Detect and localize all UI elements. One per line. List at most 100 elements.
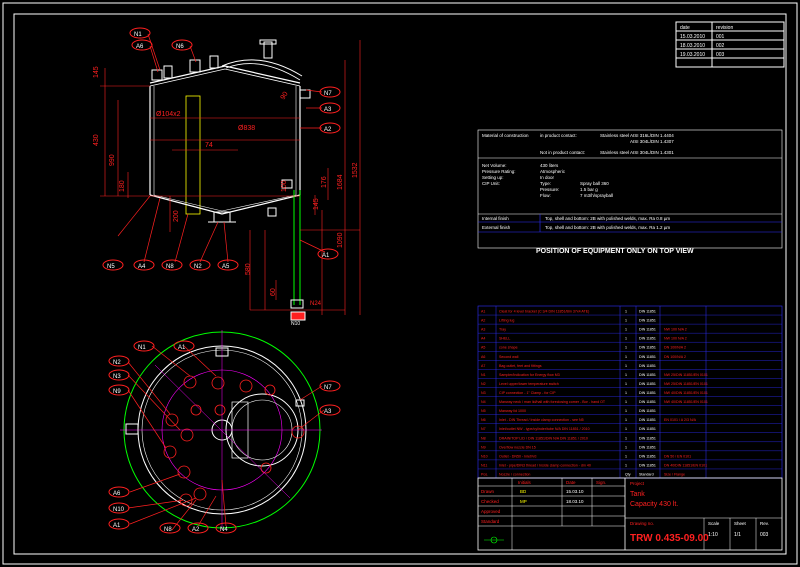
nozzle-description: Lifting lug	[499, 319, 514, 323]
dim-1684: 1684	[337, 174, 344, 190]
dim-d-shell: Ø838	[238, 125, 255, 132]
tb-drawn-date: 15.03.10	[566, 489, 584, 494]
callout-leaders-side	[117, 33, 326, 263]
tb-drawing-no: TRW 0.435-09.00	[630, 533, 709, 544]
nozzle-standard: DIN 11851	[639, 391, 656, 395]
nozzle-standard: DIN 11851	[639, 319, 656, 323]
nozzle-tag: A6	[481, 355, 485, 359]
nozzle-description: Manway neck / man lid/hall with foreclos…	[499, 400, 606, 404]
spec-label-0: Net Volume:	[482, 163, 507, 168]
rev-header-revision: revision	[716, 25, 733, 31]
nozzle-standard: DIN 11851	[639, 445, 656, 449]
tb-checked-date: 18.03.10	[566, 499, 584, 504]
nozzle-qty: 1	[625, 409, 627, 413]
callouts-side: N1 A6 N6 N7 A3 A2 N5 A4 N8 N2 A5 A1 N24 …	[102, 27, 341, 327]
finish-internal-label: Internal finish	[482, 216, 509, 221]
nozzle-tag: A2	[481, 319, 485, 323]
position-note: POSITION OF EQUIPMENT ONLY ON TOP VIEW	[536, 248, 694, 255]
nozzle-tag: A7	[481, 364, 485, 368]
nozzle-standard: DIN 11851	[639, 346, 656, 350]
callout-leaders-top	[127, 345, 325, 531]
nozzle-size: DN 40/DIN 11851/EN 0101	[664, 463, 707, 467]
nozzle-tag: N8	[481, 436, 486, 440]
nozzle-size: DN 50 / EN 0101	[664, 454, 691, 458]
nozzle-description: Manway lid 1000	[499, 409, 526, 413]
nozzle-qty: 1	[625, 319, 627, 323]
mat-construction-label: Material of construction	[482, 133, 529, 138]
callout-n2-side: N2	[194, 264, 202, 270]
nozzle-size: NW 25/DIN 11851/EN 0101	[664, 373, 708, 377]
callouts-top: N1 A1 N2 N3 N9 A6 N10 A1 N8 A2 N4 N7 A3	[108, 340, 341, 534]
nozzle-qty: 1	[625, 373, 627, 377]
nozzle-standard: DIN 11851	[639, 400, 656, 404]
rev-num-3: 003	[716, 52, 725, 58]
label-n24: N24	[310, 301, 322, 307]
spec-value-1: Atmospheric	[540, 169, 566, 174]
nozzle-description: Cleat for 4 level bracket (C 3/4 DIN 118…	[499, 310, 589, 314]
callout-a6-side: A6	[136, 44, 144, 50]
nozzle-size: NW 40/DIN 11851/EN 0101	[664, 391, 708, 395]
nozzle-description: Sampler/Indication for Energy flow M3	[499, 373, 560, 377]
nozzle-qty: 1	[625, 445, 627, 449]
nozzle-tag: N7	[481, 427, 486, 431]
rev-header-date: date	[680, 25, 690, 31]
tb-header-sign: Sign.	[596, 480, 606, 485]
mat-contact-line2: AISI 304L/DIN 1.4307	[630, 139, 674, 144]
spec-value2-3: Spray ball 360	[580, 181, 609, 186]
nozzle-tag: N11	[481, 463, 487, 467]
spec-value-4: Pressure:	[540, 187, 559, 192]
nozzle-description: Nozzle / connection	[499, 472, 530, 476]
nozzle-tag: Pos.	[481, 472, 488, 476]
callout-n1-top: N1	[138, 345, 146, 351]
callout-a6-top: A6	[113, 491, 121, 497]
specification-block: Material of construction in product cont…	[477, 129, 783, 255]
tb-rev-value: 003	[760, 532, 769, 538]
inner-frame	[13, 13, 787, 555]
nozzle-description: Outlet - DN50 - Inlet/Vd	[499, 454, 536, 458]
dim-990: 990	[109, 154, 116, 166]
dim-200: 200	[173, 210, 180, 222]
nozzle-standard: DIN 11851	[639, 409, 656, 413]
tb-header-initials: Initials	[518, 480, 532, 485]
finish-external-value: Top, shell and bottom: 2B with polished …	[545, 225, 670, 230]
nozzle-qty: 1	[625, 382, 627, 386]
nozzle-qty: 1	[625, 454, 627, 458]
nozzle-description: Inlet - pipe/DIN3 thread / Inside clamp …	[499, 463, 591, 467]
nozzle-size: NW 100 N/A 2	[664, 337, 687, 341]
callout-n7-top: N7	[324, 385, 332, 391]
nozzle-qty: 1	[625, 400, 627, 404]
dim-100: 100	[281, 180, 288, 192]
tb-scale-value: 1:10	[708, 532, 718, 538]
nozzle-tag: N9	[481, 445, 486, 449]
nozzle-qty: 1	[625, 436, 627, 440]
tank-side-view	[149, 39, 311, 321]
nozzle-size: NW 40/DIN 11851/EN 0101	[664, 400, 708, 404]
nozzle-qty: 1	[625, 391, 627, 395]
nozzle-description: cone shape	[499, 346, 518, 350]
dim-60: 60	[270, 288, 277, 296]
spec-value-5: Flow:	[540, 193, 551, 198]
nozzle-qty: 1	[625, 463, 627, 467]
rev-num-2: 002	[716, 43, 725, 49]
callout-n6-side: N6	[176, 44, 184, 50]
spec-label-1: Pressure Rating:	[482, 169, 516, 174]
mat-noncontact-label: Not in product contact:	[540, 150, 585, 155]
revision-table: date revision 15.03.2010 001 18.03.2010 …	[675, 21, 785, 68]
callout-a1-side: A1	[322, 253, 330, 259]
nozzle-standard: DIN 11851	[639, 373, 656, 377]
nozzle-size: DN 100/N/A 2	[664, 346, 686, 350]
callout-n8-side: N8	[166, 264, 174, 270]
dim-176: 176	[321, 176, 328, 188]
nozzle-size: NW 100 N/A 2	[664, 328, 687, 332]
callout-a3-side: A3	[324, 107, 332, 113]
nozzle-description: Bag outlet, feet and fittings	[499, 364, 542, 368]
spec-label-3: CIP Unit:	[482, 181, 500, 186]
callout-a1b-top: A1	[113, 523, 121, 529]
dim-430: 430	[93, 134, 100, 146]
nozzle-qty: 1	[625, 337, 627, 341]
nozzle-qty: 1	[625, 427, 627, 431]
nozzle-description: Level upper/lower temperature switch	[499, 382, 559, 386]
